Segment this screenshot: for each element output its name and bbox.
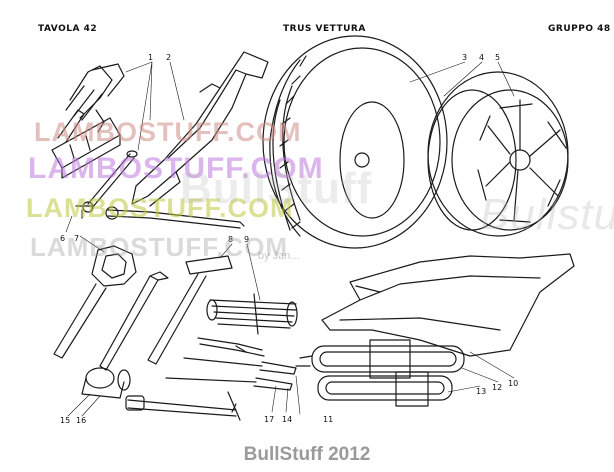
callout-6: 6 (60, 234, 65, 243)
callout-9: 9 (244, 235, 249, 244)
callout-10: 10 (508, 379, 518, 388)
callout-4: 4 (479, 53, 484, 62)
table-number: TAVOLA 42 (38, 24, 98, 34)
callout-11: 11 (323, 415, 333, 424)
jack-handle-illustration (75, 150, 245, 229)
callout-5: 5 (495, 53, 500, 62)
hub-wrench-illustration (53, 245, 137, 359)
wheel-rim-illustration (427, 71, 569, 237)
callout-1: 1 (148, 53, 153, 62)
callout-3: 3 (462, 53, 467, 62)
tool-roll-illustration (321, 253, 575, 357)
spare-tyre-illustration (262, 35, 448, 249)
spanner-set-illustration (206, 293, 298, 335)
pliers-illustration (197, 337, 265, 357)
watermark-tagline: by Jan... (258, 250, 300, 262)
callout-13: 13 (476, 387, 486, 396)
socket-wrench-illustration (125, 391, 241, 421)
spanner-bar-illustration (99, 271, 169, 371)
callout-17: 17 (264, 415, 274, 424)
callout-12: 12 (492, 383, 502, 392)
callout-14: 14 (282, 415, 292, 424)
callout-numbers: 1 2 3 4 5 6 7 8 9 10 11 12 13 14 15 16 1… (60, 53, 518, 425)
jack-illustration (51, 63, 125, 179)
footer-credit: BullStuff 2012 (243, 444, 371, 465)
group-number: GRUPPO 48 (548, 24, 611, 34)
callout-16: 16 (76, 416, 86, 425)
hammer-illustration (81, 255, 233, 399)
screwdrivers-illustration (165, 357, 297, 391)
section-title: TRUS VETTURA (283, 24, 366, 34)
callout-leaders (65, 61, 515, 417)
callout-15: 15 (60, 416, 70, 425)
callout-8: 8 (228, 235, 233, 244)
straps-illustration (295, 339, 465, 407)
tyre-bag-illustration (131, 51, 269, 207)
callout-2: 2 (166, 53, 171, 62)
callout-7: 7 (74, 234, 79, 243)
